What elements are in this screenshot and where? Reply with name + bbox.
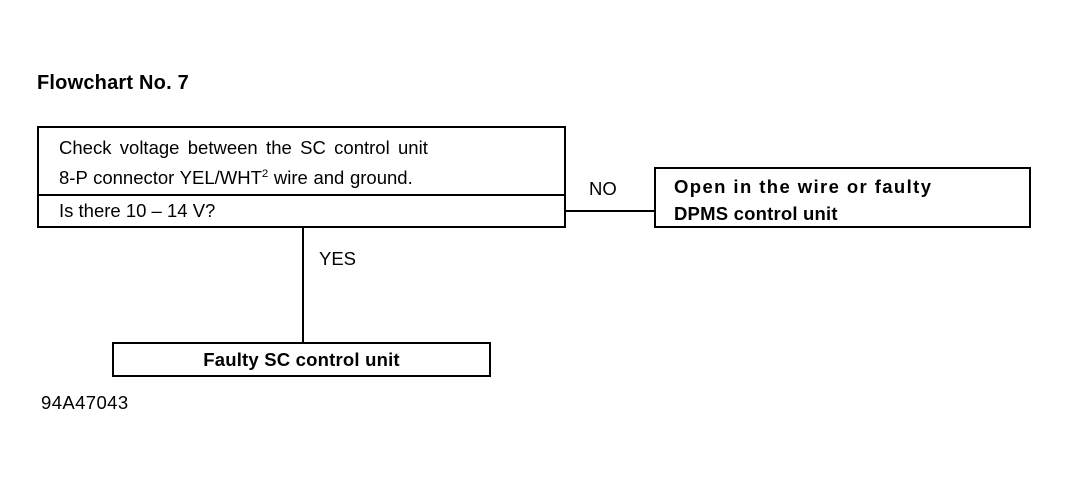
no-result-line-2: DPMS control unit <box>674 203 838 224</box>
decision-statement-line-2-text: 8-P connector YEL/WHT <box>59 167 262 188</box>
yes-result-line-1: Faulty SC control unit <box>203 348 400 370</box>
decision-question-text: Is there 10 – 14 V? <box>59 200 216 221</box>
decision-statement-line-2-tail: wire and ground. <box>268 167 413 188</box>
yes-result-box: Faulty SC control unit <box>112 342 491 377</box>
superscript-two: 2 <box>261 167 269 180</box>
figure-id: 94A47043 <box>41 392 129 413</box>
decision-statement: Check voltage between the SC control uni… <box>39 128 564 196</box>
decision-statement-line-1: Check voltage between the SC control uni… <box>59 137 428 158</box>
decision-statement-line-2: 8-P connector YEL/WHT2 wire and ground. <box>59 163 554 193</box>
no-result-box: Open in the wire or faulty DPMS control … <box>654 167 1031 228</box>
connector-yes-branch <box>302 228 304 344</box>
no-result-line-1: Open in the wire or faulty <box>674 176 933 197</box>
decision-question: Is there 10 – 14 V? <box>39 196 564 226</box>
branch-label-yes: YES <box>319 248 357 269</box>
decision-box: Check voltage between the SC control uni… <box>37 126 566 228</box>
page-title: Flowchart No. 7 <box>37 72 189 94</box>
connector-no-branch <box>566 210 656 212</box>
branch-label-no: NO <box>589 178 617 199</box>
